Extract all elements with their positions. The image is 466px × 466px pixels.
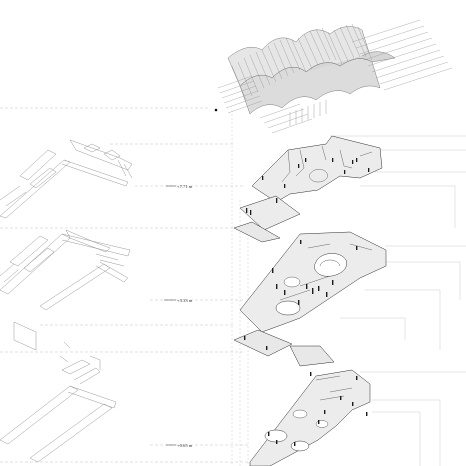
right-guide-lines: [330, 135, 466, 466]
middle-wall-wireframe: [0, 229, 131, 311]
roof-slats-left: [217, 75, 313, 134]
roof-ribs: [231, 23, 373, 101]
ground-level-figures: [268, 372, 368, 446]
ground-level-label-group: +0.65 m: [166, 443, 193, 448]
roof-canopy: [227, 26, 396, 115]
roof-slats-right: [351, 19, 453, 91]
ground-level-label: +0.65 m: [177, 443, 193, 448]
roof-marker-dot: [214, 108, 218, 112]
upper-wall-wireframe: [0, 139, 133, 219]
ground-wall-wireframe: [0, 321, 117, 463]
vertical-riser-lines: [231, 110, 249, 466]
middle-level-slab: [233, 231, 387, 357]
middle-level-label-group: +3.33 m: [164, 298, 193, 303]
middle-level-label: +3.33 m: [177, 298, 193, 303]
roof-support-posts: [289, 100, 327, 126]
upper-level-label: +7.71 m: [177, 184, 193, 189]
upper-level-slab: [233, 135, 383, 243]
level-guide-lines: [0, 107, 250, 463]
middle-level-figures: [244, 240, 358, 350]
upper-level-figures: [246, 158, 370, 215]
upper-level-label-group: +7.71 m: [166, 184, 193, 189]
